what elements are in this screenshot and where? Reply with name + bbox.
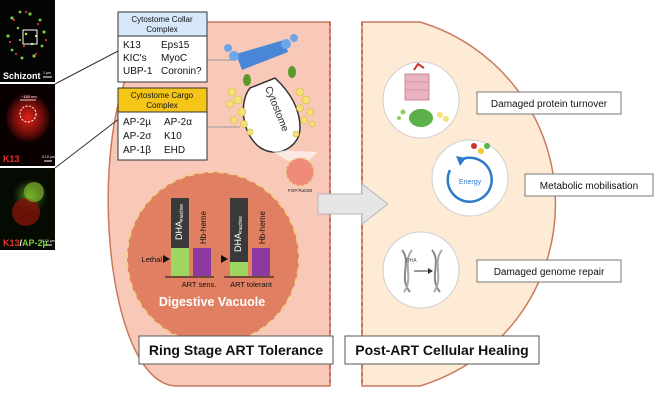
micrograph-k13-ap2mu xyxy=(0,168,55,250)
hb-label-sens: Hb-heme xyxy=(199,211,208,244)
cargo-cell: AP-1β xyxy=(123,145,151,156)
collar-cell: K13 xyxy=(123,40,141,51)
micrograph-k13 xyxy=(0,84,55,166)
lethal-label: Lethal xyxy=(142,255,163,264)
dha-label-tolerant: DHAinactive xyxy=(233,216,244,252)
dha-label-sens: DHAinactive xyxy=(174,204,185,240)
collar-cell: Eps15 xyxy=(161,40,190,51)
collar-title-1: Cytostome Collar xyxy=(131,15,193,24)
dha-icon-label: DHA xyxy=(406,258,417,264)
right-title-box xyxy=(344,335,540,365)
collar-title-2: Complex xyxy=(146,25,178,34)
protein-turnover-label-box xyxy=(476,91,622,115)
collar-cell: Coronin? xyxy=(161,66,202,77)
cargo-cell: AP-2α xyxy=(164,117,192,128)
vesicle-trail xyxy=(270,150,318,168)
left-title: Ring Stage ART Tolerance xyxy=(149,342,323,358)
pi3p-label: PI3P/Rab5B xyxy=(288,188,313,193)
connector-lines xyxy=(207,59,240,128)
cargo-cell: AP-2µ xyxy=(123,117,151,128)
energy-icon-label: Energy xyxy=(459,179,482,186)
bar-group-tolerant xyxy=(221,198,274,278)
genome-repair-circle xyxy=(382,231,460,309)
art-sens-label: ART sens. xyxy=(182,280,217,289)
bar-group-sens xyxy=(163,198,214,278)
cargo-complex-box xyxy=(117,87,208,161)
protein-turnover-label: Damaged protein turnover xyxy=(491,99,608,110)
cargo-cell: K10 xyxy=(164,131,182,142)
protein-turnover-circle xyxy=(382,61,460,139)
schizont-scale-label: 1 µm xyxy=(43,71,51,75)
k13-ap2-scale-label: 0.10 µm xyxy=(42,239,55,243)
collar-cell: UBP-1 xyxy=(123,66,153,77)
k13-label: K13 xyxy=(3,154,20,164)
metabolic-label: Metabolic mobilisation xyxy=(540,181,638,192)
pi3p-vesicle xyxy=(285,157,315,187)
energy-circle xyxy=(431,139,509,217)
k13-top-scale-label: ~180 nm xyxy=(21,94,37,99)
art-tolerant-label: ART tolerant xyxy=(230,280,273,289)
collar-cell: KIC's xyxy=(123,53,147,64)
left-title-box xyxy=(138,335,334,365)
genome-repair-label-box xyxy=(476,259,622,283)
metabolic-label-box xyxy=(524,173,654,197)
cargo-title-1: Cytostome Cargo xyxy=(131,91,194,100)
collar-complex-box xyxy=(117,11,208,83)
collar-cell: MyoC xyxy=(161,53,187,64)
genome-repair-label: Damaged genome repair xyxy=(494,267,605,278)
digestive-vacuole-label: Digestive Vacuole xyxy=(159,295,265,309)
micrograph-schizont xyxy=(0,0,55,82)
micrograph-connectors xyxy=(54,49,121,169)
schizont-label: Schizont xyxy=(3,71,41,81)
right-title: Post-ART Cellular Healing xyxy=(355,342,528,358)
k13-ap2-label: K13/AP-2µ xyxy=(3,238,48,248)
cargo-cell: AP-2σ xyxy=(123,131,152,142)
cargo-title-2: Complex xyxy=(146,101,178,110)
transition-arrow xyxy=(317,182,389,226)
k13-scale-label: 0.10 µm xyxy=(42,155,55,159)
hb-label-tolerant: Hb-heme xyxy=(258,211,267,244)
cargo-cell: EHD xyxy=(164,145,185,156)
cargo-vesicles xyxy=(226,87,316,138)
